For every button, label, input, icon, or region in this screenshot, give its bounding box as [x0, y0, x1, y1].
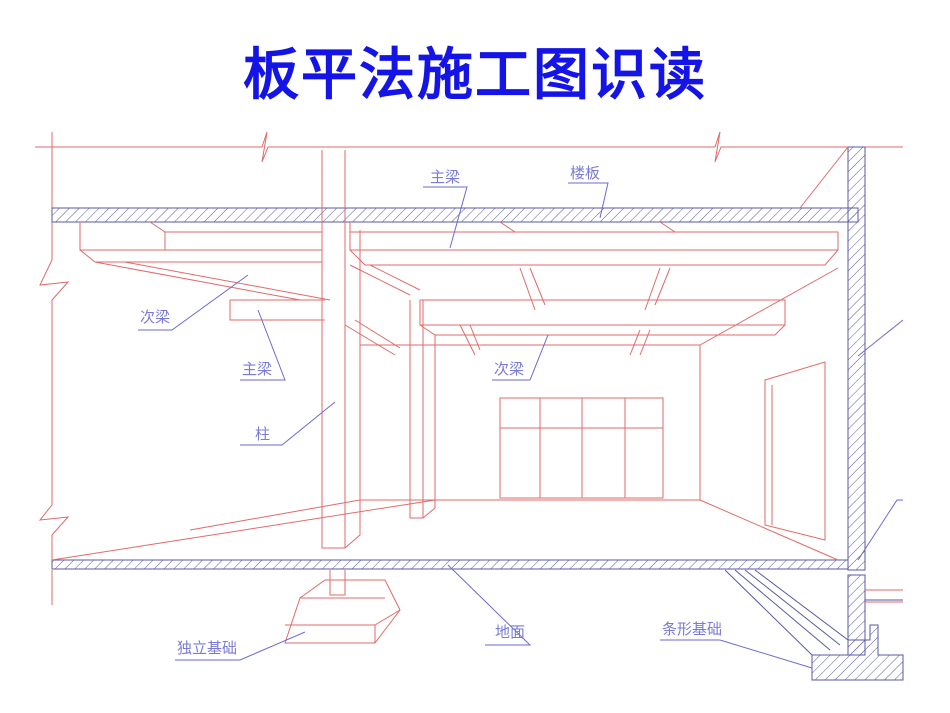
label-isolated-foundation: 独立基础	[177, 639, 237, 657]
label-column: 柱	[255, 425, 270, 443]
label-strip-foundation: 条形基础	[662, 620, 722, 638]
strip-foundation	[724, 569, 904, 681]
label-secondary-beam-left: 次梁	[140, 308, 170, 326]
label-ground: 地面	[495, 623, 525, 641]
isolated-foundation	[284, 570, 401, 644]
floor-slab	[51, 207, 859, 223]
beams	[79, 221, 839, 356]
label-main-beam-top: 主梁	[430, 168, 460, 186]
right-wall	[799, 146, 903, 656]
leader-lines	[138, 182, 904, 669]
page-title: 板平法施工图识读	[243, 43, 707, 108]
label-floor-slab: 楼板	[570, 164, 600, 182]
frame-lines	[35, 131, 903, 605]
columns	[321, 150, 436, 549]
label-main-beam-left: 主梁	[242, 360, 272, 378]
label-secondary-beam-center: 次梁	[494, 360, 524, 378]
back-room	[51, 267, 839, 561]
ground-slab	[51, 559, 849, 570]
